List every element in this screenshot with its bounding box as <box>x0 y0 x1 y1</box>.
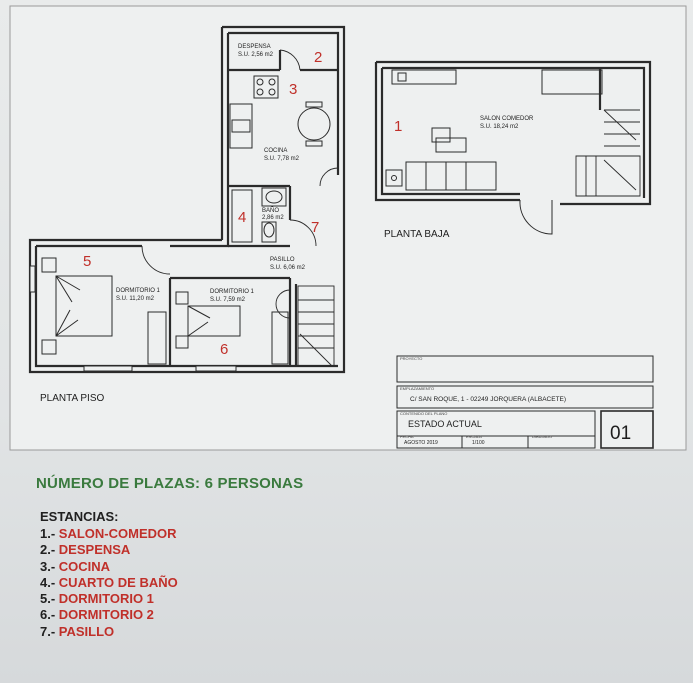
despensa-area: S.U. 2,56 m2 <box>238 52 274 58</box>
room-number-5: 5 <box>83 253 92 270</box>
capacity-heading: NÚMERO DE PLAZAS: 6 PERSONAS <box>36 475 304 492</box>
room-number-6: 6 <box>220 341 229 358</box>
planta-piso-label: PLANTA PISO <box>40 393 105 404</box>
bedroom-furniture <box>41 257 289 365</box>
list-item: 4.- CUARTO DE BAÑO <box>40 575 178 591</box>
bano-area: 2,86 m2 <box>262 215 284 221</box>
stairs-piso <box>297 285 335 367</box>
bano-name: BAÑO <box>262 208 280 214</box>
list-item: 3.- COCINA <box>40 559 178 575</box>
room-item-number: 4.- <box>40 574 56 590</box>
stairs-baja <box>575 109 641 197</box>
drawing-frame <box>9 5 687 451</box>
list-item: 7.- PASILLO <box>40 624 178 640</box>
room-item-number: 1.- <box>40 526 56 541</box>
room-item-number: 6.- <box>40 607 56 623</box>
date-text: AGOSTO 2019 <box>404 440 438 446</box>
sheet-number: 01 <box>610 423 632 444</box>
salon-name: SALON COMEDOR <box>480 116 534 122</box>
content-text: ESTADO ACTUAL <box>408 419 482 429</box>
room-number-3: 3 <box>289 81 298 98</box>
dormitorio-a-area: S.U. 11,20 m2 <box>116 296 154 302</box>
dibujado-label: DIBUJADO <box>532 434 553 439</box>
room-item-number: 7.- <box>40 623 56 639</box>
fecha-label: FECHA <box>400 434 414 439</box>
bath-fixtures <box>231 187 287 243</box>
legend-panel: NÚMERO DE PLAZAS: 6 PERSONAS ESTANCIAS: … <box>0 455 693 683</box>
room-item-name: SALON-COMEDOR <box>58 526 177 541</box>
dormitorio-b-area: S.U. 7,59 m2 <box>210 297 246 303</box>
room-item-name: CUARTO DE BAÑO <box>58 574 178 590</box>
room-number-7: 7 <box>311 219 320 236</box>
despensa-name: DESPENSA <box>238 44 271 50</box>
salon-area: S.U. 18,24 m2 <box>480 124 519 130</box>
list-item: 1.- SALON-COMEDOR <box>40 526 178 542</box>
title-block-grid <box>396 355 654 449</box>
kitchen-fixtures <box>229 75 331 149</box>
planta-baja-walls <box>374 60 652 206</box>
contenido-label: CONTENIDO DEL PLANO <box>400 411 448 416</box>
room-item-number: 5.- <box>40 591 56 607</box>
room-item-name: COCINA <box>58 558 111 574</box>
room-item-name: DORMITORIO 2 <box>58 607 154 623</box>
cocina-name: COCINA <box>264 148 288 154</box>
room-item-number: 3.- <box>40 558 56 574</box>
room-item-name: DESPENSA <box>58 542 131 558</box>
pasillo-name: PASILLO <box>270 257 295 263</box>
proyecto-label: PROYECTO <box>400 356 423 361</box>
room-item-name: DORMITORIO 1 <box>58 591 154 607</box>
cocina-area: S.U. 7,78 m2 <box>264 156 300 162</box>
room-number-2: 2 <box>314 49 323 66</box>
rooms-heading: ESTANCIAS: <box>40 509 119 524</box>
room-number-4: 4 <box>238 209 247 226</box>
list-item: 6.- DORMITORIO 2 <box>40 607 178 623</box>
dormitorio-b-name: DORMITORIO 1 <box>210 289 254 295</box>
address-text: C/ SAN ROQUE, 1 - 02249 JORQUERA (ALBACE… <box>410 396 567 403</box>
emplazamiento-label: EMPLAZAMIENTO <box>400 386 435 391</box>
floor-plan-drawing <box>9 5 687 451</box>
windows <box>29 265 237 372</box>
dormitorio-a-name: DORMITORIO 1 <box>116 288 160 294</box>
list-item: 5.- DORMITORIO 1 <box>40 591 178 607</box>
salon-furniture <box>385 69 603 235</box>
room-number-1: 1 <box>394 118 403 135</box>
escala-label: ESCALA <box>466 434 482 439</box>
door-swings <box>141 49 339 319</box>
scale-text: 1/100 <box>472 440 485 446</box>
pasillo-area: S.U. 6,06 m2 <box>270 265 306 271</box>
list-item: 2.- DESPENSA <box>40 542 178 558</box>
planta-piso-walls <box>28 25 346 374</box>
room-item-number: 2.- <box>40 542 56 558</box>
planta-baja-label: PLANTA BAJA <box>384 229 450 240</box>
room-item-name: PASILLO <box>58 623 115 639</box>
